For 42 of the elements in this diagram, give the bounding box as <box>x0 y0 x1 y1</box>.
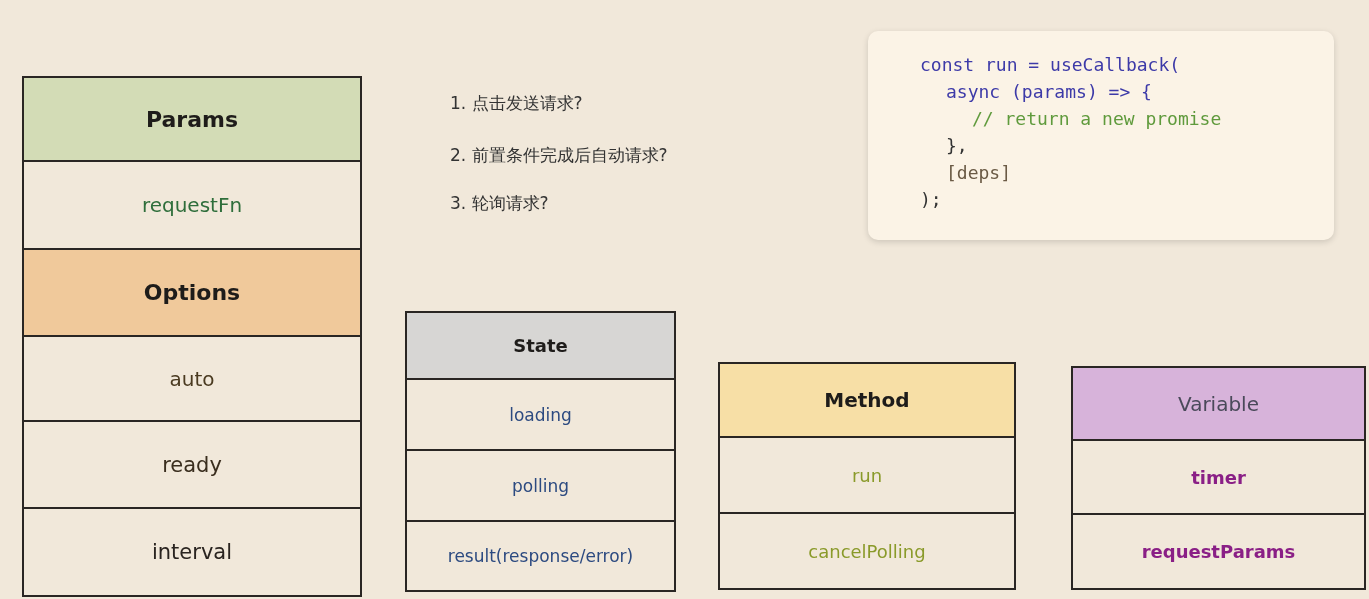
field-name: auto <box>169 366 215 391</box>
table-header-cell <box>22 76 362 162</box>
code-line: }, <box>946 134 968 158</box>
field-name: polling <box>512 475 569 496</box>
header-text: Method <box>824 388 910 412</box>
field-name: result(response/error) <box>447 546 634 566</box>
header-text: Variable <box>1178 391 1259 416</box>
table-cell <box>405 311 676 380</box>
table-cell <box>1071 513 1366 590</box>
table-cell <box>405 378 676 451</box>
table-cell <box>22 160 362 250</box>
code-card <box>868 31 1334 240</box>
field-name: requestFn <box>141 193 243 217</box>
table-cell <box>22 507 362 597</box>
header-text: Params <box>145 106 239 132</box>
question-text: 2. 前置条件完成后自动请求? <box>450 144 668 167</box>
table-header-cell <box>22 248 362 337</box>
field-name: requestParams <box>1141 541 1296 562</box>
header-text: State <box>513 335 568 356</box>
question-text: 1. 点击发送请求? <box>450 92 583 115</box>
field-name: interval <box>151 540 233 564</box>
field-name: loading <box>509 404 572 425</box>
field-name: timer <box>1191 466 1246 488</box>
table-cell <box>405 520 676 592</box>
field-name: run <box>851 464 883 486</box>
code-line: async (params) => { <box>946 80 1152 104</box>
table-cell <box>718 436 1016 514</box>
table-cell <box>1071 366 1366 441</box>
question-text: 3. 轮询请求? <box>450 192 549 215</box>
code-line: ); <box>920 188 942 212</box>
table-cell <box>22 335 362 422</box>
table-cell <box>405 449 676 522</box>
table-header-cell <box>718 362 1016 438</box>
code-line: [deps] <box>946 161 1012 185</box>
table-cell <box>1071 439 1366 515</box>
code-line: // return a new promise <box>972 107 1222 131</box>
field-name: ready <box>162 452 222 477</box>
field-name: cancelPolling <box>808 540 926 562</box>
table-cell <box>22 420 362 509</box>
code-line: const run = useCallback( <box>920 53 1181 77</box>
table-cell <box>718 512 1016 590</box>
header-text: Options <box>143 280 241 305</box>
